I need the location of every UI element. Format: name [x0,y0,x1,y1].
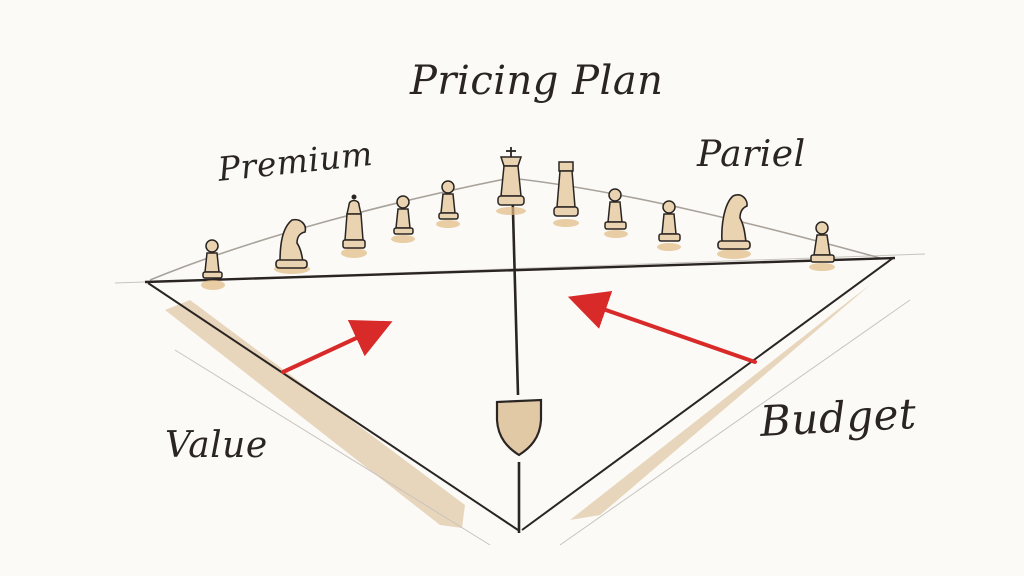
budget-arrow [567,291,757,364]
bishop-icon [553,161,579,227]
pawn-icon [809,221,835,271]
guide-line-right [559,299,911,546]
right-wash [570,285,870,520]
triangle-right-edge [521,257,894,531]
left-wash [165,300,465,528]
diagram-title: Pricing Plan [410,58,664,104]
value-arrow [281,319,393,374]
guide-line-left [174,349,491,546]
knight-icon [274,218,310,274]
chess-pieces [201,147,835,290]
value-label: Value [165,425,268,466]
shield-icon [495,398,543,457]
king-icon [496,147,526,215]
knight-icon [717,194,751,259]
triangle-left-edge [147,282,519,531]
budget-label: Budget [758,388,918,446]
pawn-icon [391,195,415,243]
pariel-label: Pariel [697,134,806,175]
pawn-icon [657,200,681,251]
pawn-icon [436,180,460,228]
bishop-icon [341,194,367,258]
horizontal-axis [144,256,896,284]
pawn-icon [604,188,628,238]
pawn-icon [201,239,225,290]
